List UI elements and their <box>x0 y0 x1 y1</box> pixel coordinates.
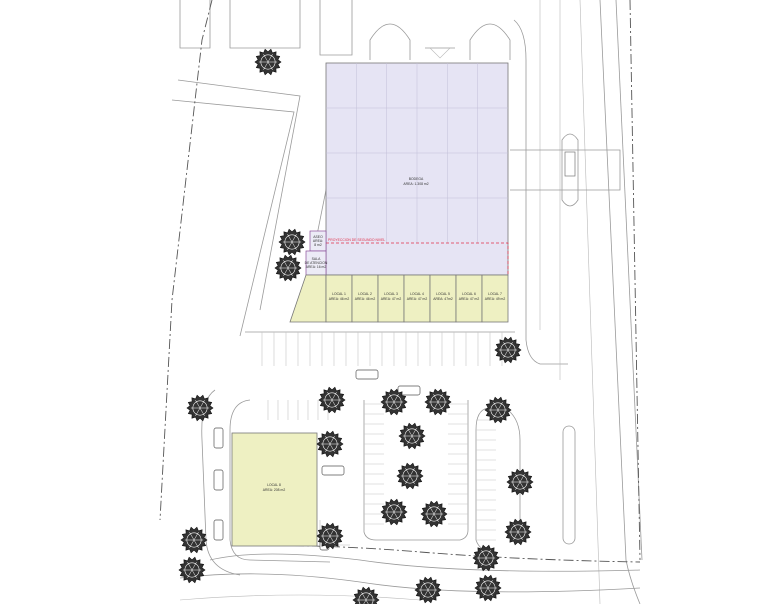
local-name: LOCAL 4 <box>410 292 424 296</box>
tree-icon <box>396 462 424 490</box>
tree-icon <box>420 500 448 528</box>
car <box>355 369 379 380</box>
large-local: LOCAL 8 AREA: 208 m2 <box>231 432 318 547</box>
tree-icon <box>380 498 408 526</box>
warehouse-area: AREA: 1.308 m2 <box>403 182 428 186</box>
warehouse-bodega: BODEGA AREA: 1.308 m2 PROYECCION DE SEGU… <box>325 62 509 276</box>
tree-icon <box>186 394 214 422</box>
parking-stalls <box>261 332 503 541</box>
tree-icon <box>474 574 502 602</box>
tree-icon <box>424 388 452 416</box>
mezzanine-projection-note: PROYECCION DE SEGUNDO NIVEL <box>328 238 385 242</box>
car <box>213 519 224 541</box>
car <box>321 465 345 476</box>
car <box>213 469 224 491</box>
local-name: LOCAL 7 <box>488 292 502 296</box>
large-local-area: AREA: 208 m2 <box>263 488 286 492</box>
tree-icon <box>484 396 512 424</box>
lounge-area: AREA: 16 m2 <box>306 265 327 269</box>
warehouse-name: BODEGA <box>409 177 424 181</box>
tree-icon <box>398 422 426 450</box>
lounge-subname: DE ATENCION <box>305 261 328 265</box>
local-area: AREA: 46 m2 <box>355 297 376 301</box>
local-area: AREA: 47 m2 <box>381 297 402 301</box>
tree-icon <box>254 48 282 76</box>
tree-icon <box>472 544 500 572</box>
tree-icon <box>278 228 306 256</box>
tree-icon <box>180 526 208 554</box>
tree-icon <box>506 468 534 496</box>
tree-icon <box>274 254 302 282</box>
office-area-value: 8 m2 <box>314 243 322 247</box>
tree-icon <box>504 518 532 546</box>
office-block: ASEO AREA: 8 m2 SALA DE ATENCION AREA: 1… <box>305 230 328 276</box>
cars <box>213 369 421 551</box>
office-name: ASEO <box>313 235 323 239</box>
local-area: AREA: 46 m2 <box>329 297 350 301</box>
tree-icon <box>414 576 442 604</box>
tree-icon <box>178 556 206 584</box>
trees <box>178 48 534 604</box>
local-name: LOCAL 3 <box>384 292 398 296</box>
local-name: LOCAL 5 <box>436 292 450 296</box>
car <box>213 427 224 449</box>
local-area: AREA: 47 m2 <box>459 297 480 301</box>
large-local-name: LOCAL 8 <box>267 483 281 487</box>
car <box>397 385 421 396</box>
local-name: LOCAL 1 <box>332 292 346 296</box>
tree-icon <box>318 386 346 414</box>
lounge-name: SALA <box>312 257 321 261</box>
local-name: LOCAL 2 <box>358 292 372 296</box>
tree-icon <box>316 430 344 458</box>
office-area: AREA: <box>313 239 323 243</box>
local-name: LOCAL 6 <box>462 292 476 296</box>
tree-icon <box>352 586 380 604</box>
local-area: AREA: 47m2 <box>433 297 453 301</box>
local-area: AREA: 49 m2 <box>485 297 506 301</box>
local-area: AREA: 47 m2 <box>407 297 428 301</box>
tree-icon <box>494 336 522 364</box>
tree-icon <box>380 388 408 416</box>
tree-icon <box>316 522 344 550</box>
